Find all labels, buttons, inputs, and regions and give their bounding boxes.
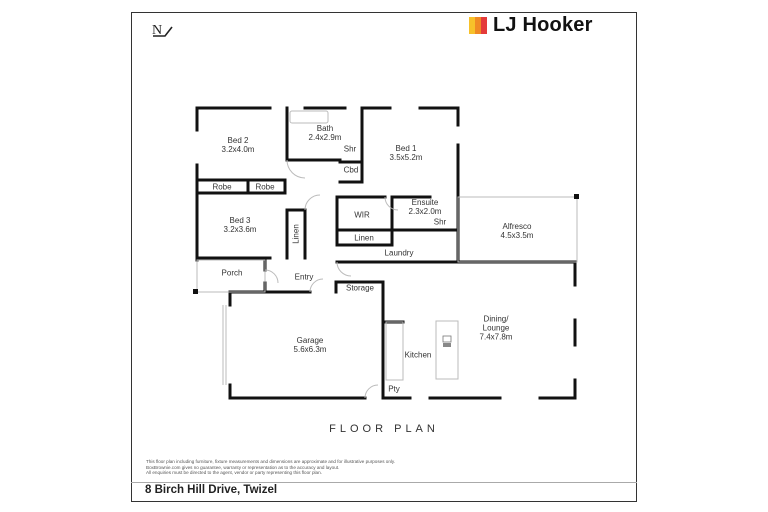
room-size: 5.6x6.3m: [293, 345, 327, 354]
brand-name: LJ Hooker: [493, 14, 593, 36]
room-entry: Entry: [294, 272, 314, 282]
property-address: 8 Birch Hill Drive, Twizel: [145, 484, 278, 496]
floor-plan-title: FLOOR PLAN: [329, 423, 439, 435]
logo-bar-red: [481, 16, 487, 34]
room-ensuite-shower: Shr: [433, 217, 447, 227]
disclaimer-line: This floor plan including furniture, fix…: [146, 459, 396, 464]
room-kitchen: Kitchen: [404, 350, 432, 360]
room-robe-1: Robe: [212, 182, 232, 192]
room-laundry: Laundry: [384, 248, 414, 258]
room-name: Bed 2: [227, 136, 249, 145]
room-name: Bed 3: [229, 216, 251, 225]
room-pantry: Pty: [388, 384, 400, 394]
room-name: Dining/ Lounge: [482, 314, 510, 333]
room-name: Ensuite: [411, 198, 439, 207]
floor-plan-frame: [131, 12, 637, 502]
room-bath-shower: Shr: [343, 144, 357, 154]
room-size: 3.2x3.6m: [223, 225, 257, 234]
room-name: Bath: [316, 124, 334, 133]
disclaimer-line: All enquiries must be directed to the ag…: [146, 470, 322, 476]
brand-logo: LJ Hooker: [469, 14, 593, 36]
disclaimer: This floor plan including furniture, fix…: [146, 459, 395, 476]
room-name: Garage: [296, 336, 324, 345]
room-size: 3.5x5.2m: [389, 153, 423, 162]
address-bar: [131, 482, 637, 502]
room-size: 7.4x7.8m: [479, 332, 513, 342]
logo-bar-orange: [475, 16, 481, 34]
disclaimer-line: BoxBrownie.com gives no guarantee, warra…: [146, 464, 340, 470]
room-name: Alfresco: [502, 222, 532, 231]
room-robe-2: Robe: [255, 182, 275, 192]
room-name: Bed 1: [395, 144, 417, 153]
north-arrow-icon: N: [151, 21, 175, 46]
room-storage: Storage: [345, 283, 375, 293]
room-wir: WIR: [354, 210, 370, 220]
room-size: 2.4x2.9m: [308, 133, 342, 142]
room-cupboard: Cbd: [343, 165, 359, 175]
svg-text:N: N: [152, 23, 162, 38]
room-size: 3.2x4.0m: [221, 145, 255, 154]
room-size: 4.5x3.5m: [500, 231, 534, 240]
room-porch: Porch: [221, 268, 243, 278]
room-linen-horizontal: Linen: [354, 233, 374, 243]
logo-bar-yellow: [469, 16, 475, 34]
room-size: 2.3x2.0m: [408, 207, 442, 216]
room-linen-vertical: Linen: [291, 224, 301, 244]
